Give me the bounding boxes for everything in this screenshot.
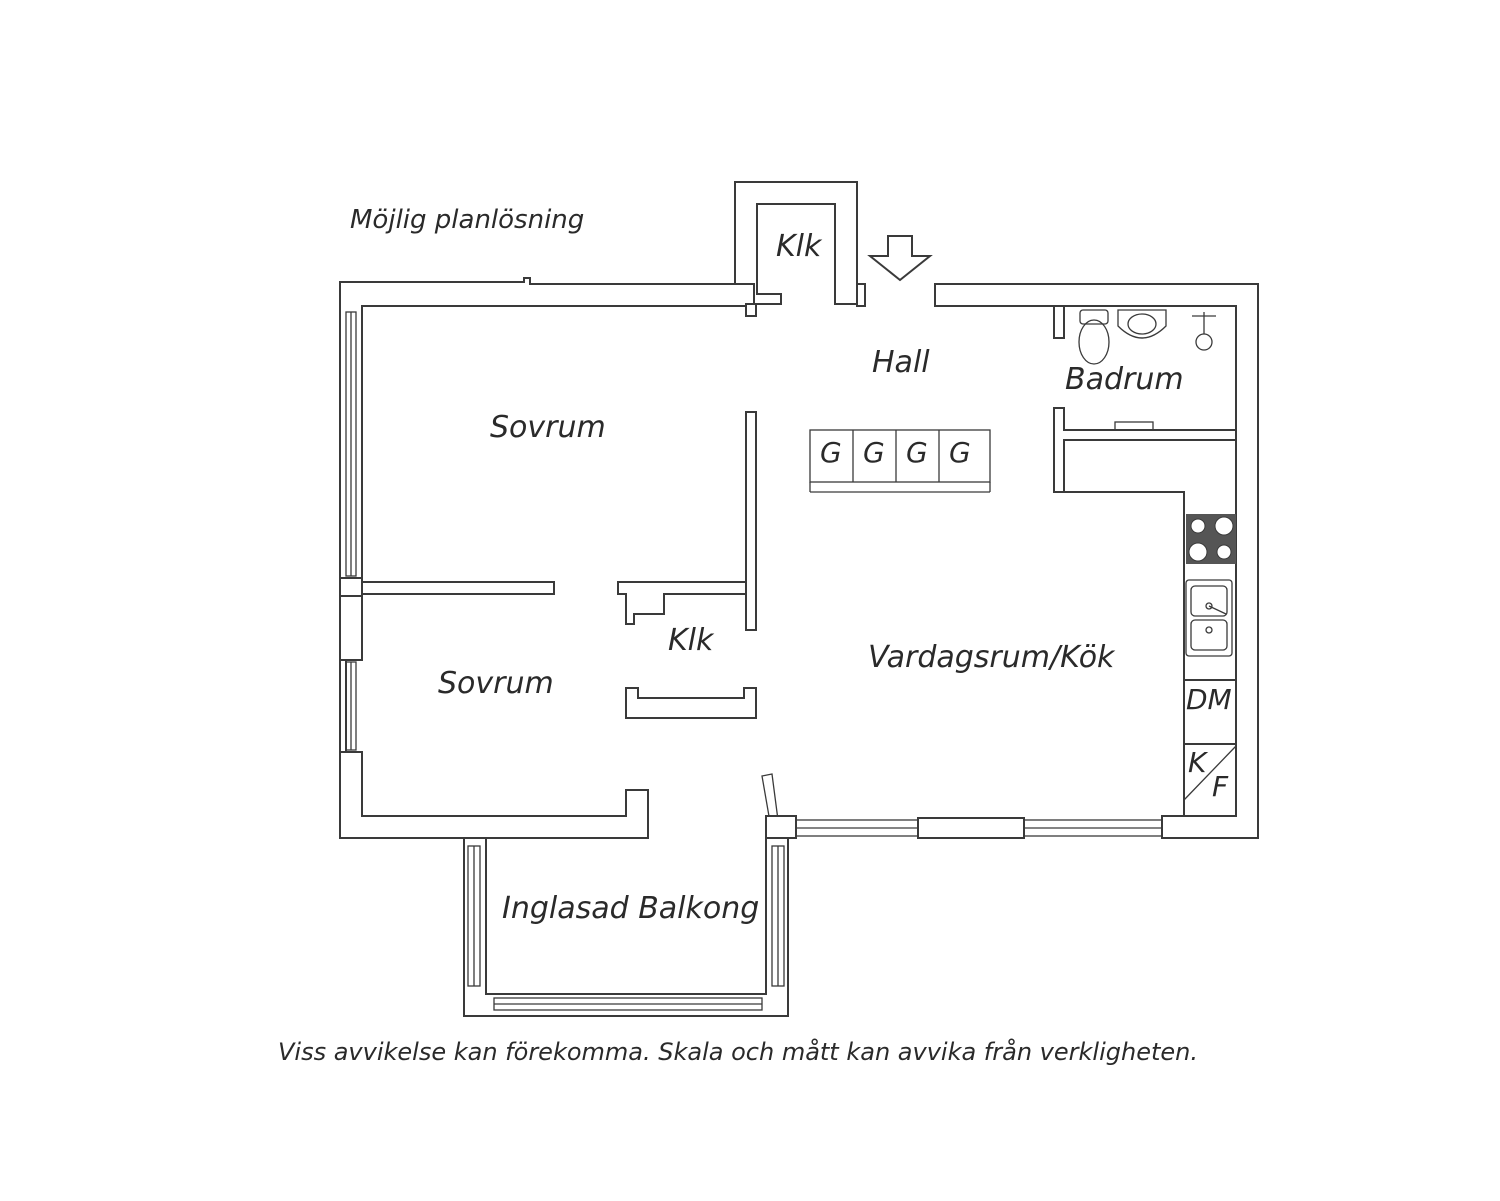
kitchen-appliances: DM K F — [1183, 514, 1237, 803]
wardrobe-label-1: G — [820, 436, 842, 469]
windows — [345, 311, 1163, 837]
plan-heading: Möjlig planlösning — [350, 205, 584, 235]
fridge-label: K — [1188, 746, 1209, 779]
kitchen-sink-icon — [1185, 579, 1233, 657]
interior-walls — [361, 305, 1237, 823]
wardrobe-label-3: G — [906, 436, 928, 469]
wardrobe-label-4: G — [949, 436, 971, 469]
room-label-sovrum-lower: Sovrum — [438, 666, 554, 701]
freezer-label: F — [1212, 770, 1229, 803]
room-label-balcony: Inglasad Balkong — [502, 891, 759, 926]
entrance-arrow-icon — [867, 235, 933, 282]
room-label-badrum: Badrum — [1065, 362, 1184, 397]
wardrobe-unit: G G G G — [809, 429, 991, 493]
balcony — [463, 815, 797, 1017]
room-label-hall: Hall — [872, 345, 930, 380]
wardrobe-label-2: G — [863, 436, 885, 469]
stove-icon — [1186, 514, 1236, 564]
disclaimer-text: Viss avvikelse kan förekomma. Skala och … — [278, 1037, 1198, 1066]
bathroom-fixtures — [1078, 309, 1216, 365]
sink-icon — [1117, 309, 1167, 339]
room-label-sovrum-upper: Sovrum — [490, 410, 606, 445]
room-label-living: Vardagsrum/Kök — [868, 640, 1116, 675]
outer-walls — [339, 181, 1259, 839]
room-label-klk-top: Klk — [776, 229, 823, 264]
room-label-klk-middle: Klk — [668, 623, 715, 658]
shower-icon — [1192, 312, 1216, 351]
toilet-icon — [1078, 309, 1110, 365]
dishwasher-label: DM — [1186, 683, 1232, 716]
